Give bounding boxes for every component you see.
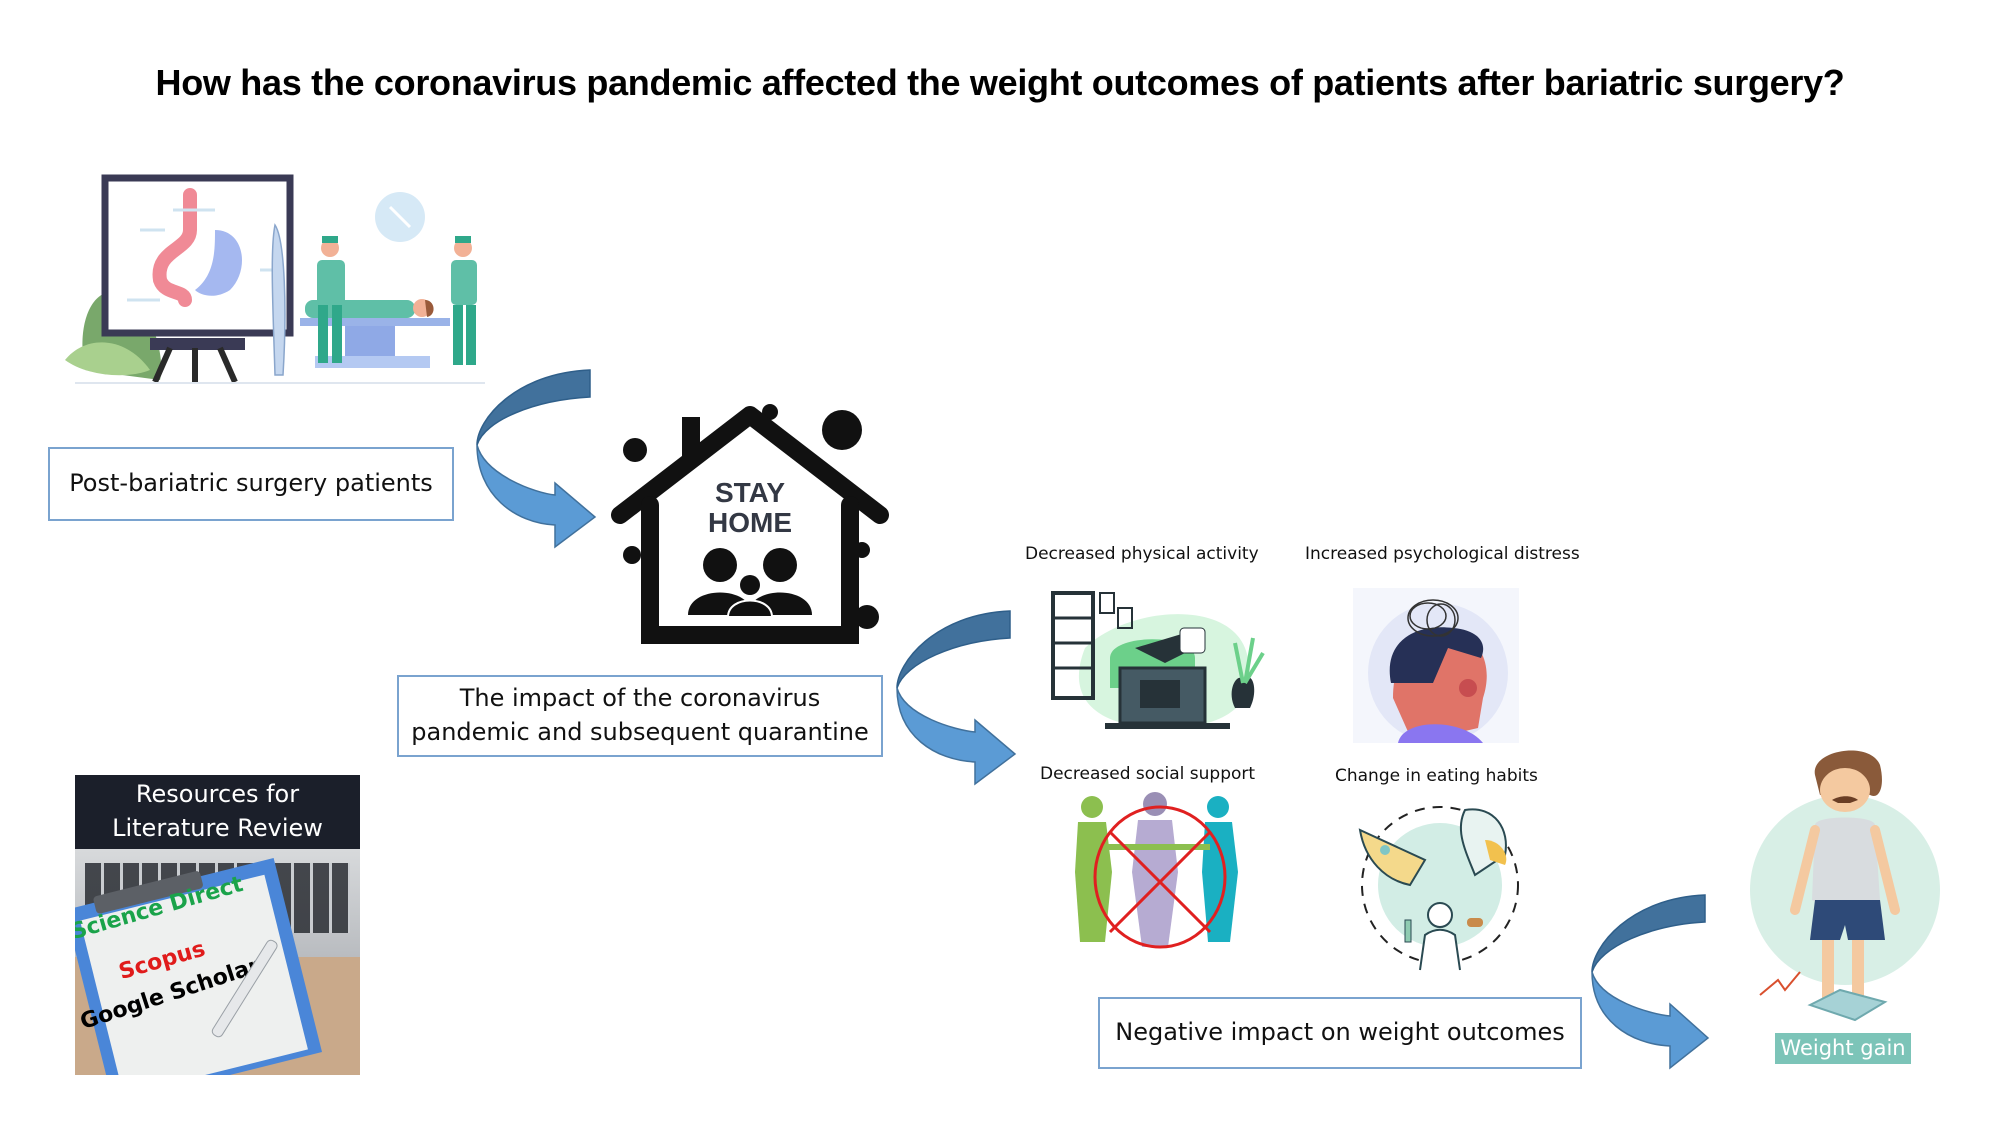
crossed-out-group-illustration [1075, 792, 1238, 949]
pandemic-impact-label-line1: The impact of the coronavirus [459, 684, 821, 713]
curved-arrow-2 [896, 610, 1017, 786]
page-title: How has the coronavirus pandemic affecte… [155, 62, 1845, 103]
pandemic-impact-label-line2: pandemic and subsequent quarantine [411, 718, 869, 746]
weight-gain-badge: Weight gain [1775, 1033, 1911, 1064]
factor-physical-activity-label: Decreased physical activity [1025, 544, 1259, 564]
bariatric-surgery-illustration [65, 174, 485, 384]
resources-heading: Resources for Literature Review [75, 775, 360, 849]
factor-eating-habits-label: Change in eating habits [1335, 766, 1538, 786]
stressed-head-illustration [1353, 588, 1519, 743]
negative-weight-impact-box: Negative impact on weight outcomes [1098, 997, 1582, 1069]
stay-sign-line2: HOME [708, 507, 792, 538]
man-on-scale-illustration [1750, 750, 1940, 1022]
curved-arrow-1 [476, 369, 597, 549]
trend-up-icon [1759, 971, 1801, 996]
post-bariatric-patients-box: Post-bariatric surgery patients [48, 447, 454, 521]
post-bariatric-patients-label: Post-bariatric surgery patients [69, 469, 433, 498]
prohibition-circle-icon [1093, 805, 1227, 949]
negative-weight-impact-label: Negative impact on weight outcomes [1115, 1018, 1565, 1047]
stay-home-house-icon: STAY HOME [611, 404, 889, 644]
family-icon [703, 548, 737, 582]
couch-tv-illustration [1051, 591, 1265, 729]
factor-psychological-distress-label: Increased psychological distress [1305, 544, 1580, 564]
curved-arrow-3 [1591, 894, 1710, 1070]
factor-social-support-label: Decreased social support [1040, 764, 1256, 784]
resources-heading-line2: Literature Review [112, 814, 323, 842]
junk-food-illustration [1358, 806, 1519, 971]
literature-resources-card: Resources for Literature Review Science … [75, 775, 360, 1075]
pandemic-impact-box: The impact of the coronavirus pandemic a… [397, 675, 883, 757]
stay-sign-line1: STAY [715, 477, 785, 508]
resources-heading-line1: Resources for [135, 780, 300, 808]
